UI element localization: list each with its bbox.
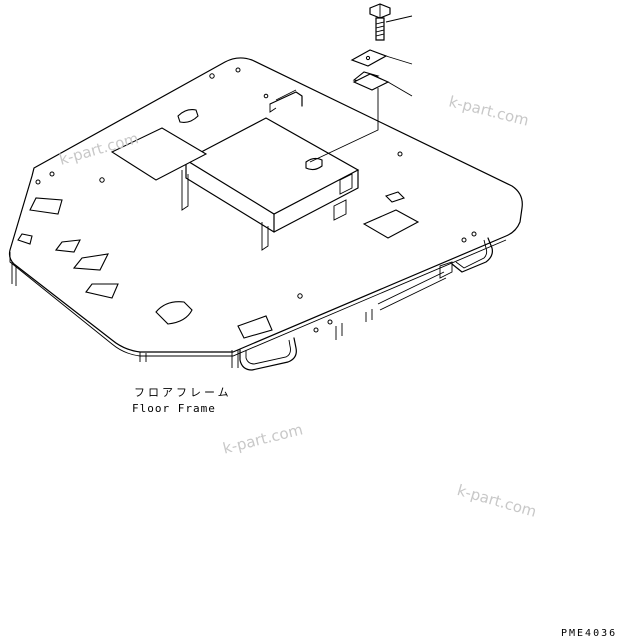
raised-box bbox=[181, 117, 360, 251]
drawing-code: PME4036 bbox=[561, 628, 618, 639]
part-label-japanese: フロアフレーム bbox=[134, 386, 232, 399]
frame-legs bbox=[11, 237, 493, 371]
mounting-holes bbox=[35, 67, 477, 333]
washer-icon bbox=[350, 49, 388, 67]
leader-lines bbox=[309, 15, 413, 163]
plate-cutouts bbox=[17, 71, 420, 339]
part-label-english: Floor Frame bbox=[132, 402, 216, 415]
rear-handle bbox=[269, 89, 303, 113]
bolt-icon bbox=[369, 3, 391, 41]
